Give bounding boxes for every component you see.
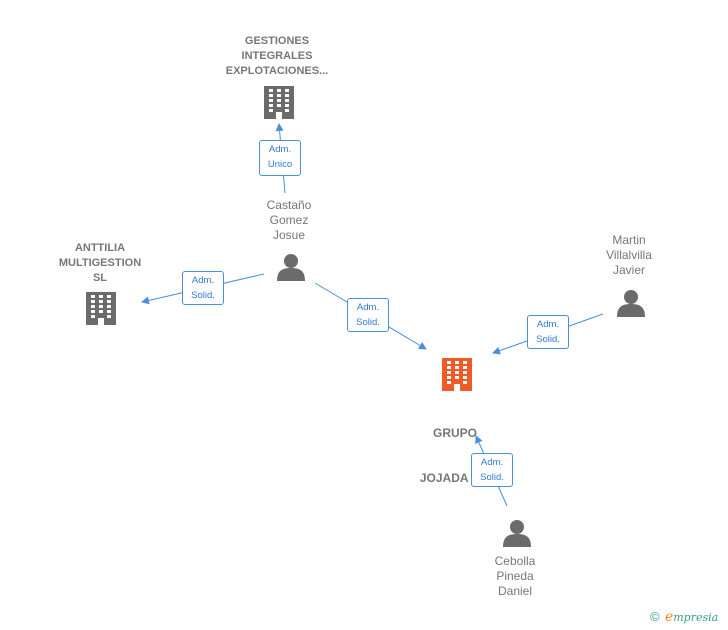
building-door (454, 384, 460, 391)
building-window (91, 295, 95, 298)
building-window (285, 99, 289, 102)
building-window (269, 104, 273, 107)
building-window (269, 94, 273, 97)
building-window (277, 99, 281, 102)
relation-line: Solid. (480, 472, 504, 483)
building-window (107, 305, 111, 308)
label-line: Cebolla (494, 554, 536, 568)
building-window (277, 104, 281, 107)
label-line: GESTIONES (244, 35, 310, 47)
building-window (463, 381, 467, 384)
building-window (463, 366, 467, 369)
building-window (99, 295, 103, 298)
person-label-cebolla[interactable]: Cebolla Pineda Daniel (470, 554, 560, 599)
logo-initial: e (664, 609, 674, 625)
copyright-symbol: © (650, 609, 660, 624)
building-window (447, 381, 451, 384)
person-icon[interactable] (503, 520, 531, 547)
relation-line: Unico (267, 159, 293, 170)
relation-badge-castano-gestiones[interactable]: Adm. Unico (259, 140, 301, 176)
building-window (269, 89, 273, 92)
company-label-gestiones[interactable]: GESTIONES INTEGRALES EXPLOTACIONES... (212, 34, 342, 79)
label-line: Martin (612, 233, 646, 247)
building-window (455, 366, 459, 369)
building-window (447, 371, 451, 374)
empresia-logo[interactable]: © empresia (650, 609, 718, 625)
label-line: Javier (612, 263, 645, 277)
building-window (285, 89, 289, 92)
building-window (285, 94, 289, 97)
building-window (99, 305, 103, 308)
label-line: Villalvilla (606, 248, 652, 262)
company-label-anttilia[interactable]: ANTTILIA MULTIGESTION SL (45, 241, 155, 286)
relation-badge-martin-grupo[interactable]: Adm. Solid. (527, 315, 569, 349)
relation-line: Adm. (356, 302, 380, 313)
person-icon[interactable] (617, 290, 645, 317)
building-window (91, 315, 95, 318)
relation-line: Solid. (191, 290, 215, 301)
building-window (107, 315, 111, 318)
label-line: Gomez (269, 213, 309, 227)
building-icon[interactable] (442, 358, 472, 391)
building-icon[interactable] (264, 86, 294, 119)
person-label-castano[interactable]: Castaño Gomez Josue (244, 198, 334, 243)
relation-line: Adm. (268, 144, 292, 155)
building-window (107, 300, 111, 303)
building-icon[interactable] (86, 292, 116, 325)
building-window (107, 310, 111, 313)
label-line: EXPLOTACIONES... (225, 65, 329, 77)
label-line: GRUPO (432, 426, 477, 440)
label-line: MULTIGESTION (58, 257, 142, 269)
building-window (91, 310, 95, 313)
relation-line: Solid. (356, 317, 380, 328)
building-door (98, 318, 104, 325)
label-line: ANTTILIA (74, 242, 126, 254)
building-window (463, 376, 467, 379)
building-window (99, 300, 103, 303)
relation-line: Adm. (480, 457, 504, 468)
building-window (285, 109, 289, 112)
label-line: INTEGRALES (241, 50, 313, 62)
building-window (463, 361, 467, 364)
label-line: Pineda (496, 569, 534, 583)
relation-badge-cebolla-grupo[interactable]: Adm. Solid. (471, 453, 513, 487)
building-window (447, 376, 451, 379)
person-icon[interactable] (277, 254, 305, 281)
building-window (91, 300, 95, 303)
relation-line: Adm. (536, 319, 560, 330)
relation-line: Adm. (191, 275, 215, 286)
relation-badge-castano-anttilia[interactable]: Adm. Solid. (182, 271, 224, 305)
building-window (285, 104, 289, 107)
building-window (455, 371, 459, 374)
label-line: Josue (272, 228, 306, 242)
building-window (447, 361, 451, 364)
building-window (277, 94, 281, 97)
building-window (455, 376, 459, 379)
label-line: Daniel (497, 584, 533, 598)
building-window (269, 109, 273, 112)
logo-text: mpresia (673, 611, 719, 624)
building-window (447, 366, 451, 369)
label-line: Castaño (266, 198, 312, 212)
building-window (107, 295, 111, 298)
building-window (99, 310, 103, 313)
relation-badge-castano-grupo[interactable]: Adm. Solid. (347, 298, 389, 332)
building-window (455, 361, 459, 364)
person-label-martin[interactable]: Martin Villalvilla Javier (584, 233, 674, 278)
relation-line: Solid. (536, 334, 560, 345)
building-window (277, 89, 281, 92)
building-door (276, 112, 282, 119)
building-window (463, 371, 467, 374)
label-line: SL (92, 272, 108, 284)
building-window (91, 305, 95, 308)
building-window (269, 99, 273, 102)
